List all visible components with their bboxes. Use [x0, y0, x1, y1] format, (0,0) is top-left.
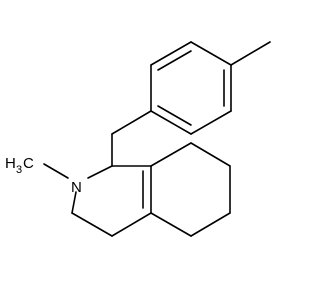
bond	[150, 212, 192, 237]
h-label: H	[5, 155, 16, 172]
nitrogen-label: N	[71, 179, 82, 196]
bond	[87, 165, 113, 179]
double-bond	[157, 105, 192, 126]
double-bond	[157, 50, 192, 71]
bond	[190, 110, 232, 135]
bond	[71, 212, 113, 237]
aromatic-ring	[150, 41, 232, 135]
bond	[111, 212, 152, 237]
n-methyl-label: H 3 C	[5, 155, 34, 176]
bond	[190, 41, 232, 66]
c-label: C	[23, 155, 34, 172]
bond	[190, 212, 231, 237]
n-methyl-bond	[43, 163, 69, 179]
bond	[150, 110, 192, 135]
h-subscript: 3	[16, 164, 22, 176]
bond	[150, 41, 192, 66]
molecule-diagram: H 3 C N	[5, 41, 271, 237]
methyl-bond	[230, 41, 271, 66]
bond	[190, 142, 231, 167]
bond	[71, 191, 77, 214]
cyclohexene-ring	[150, 142, 231, 237]
tetrahydroisoquinoline-ring	[71, 165, 152, 237]
bond	[150, 142, 192, 167]
bond	[111, 110, 152, 135]
structure-canvas: H 3 C N	[5, 41, 271, 237]
